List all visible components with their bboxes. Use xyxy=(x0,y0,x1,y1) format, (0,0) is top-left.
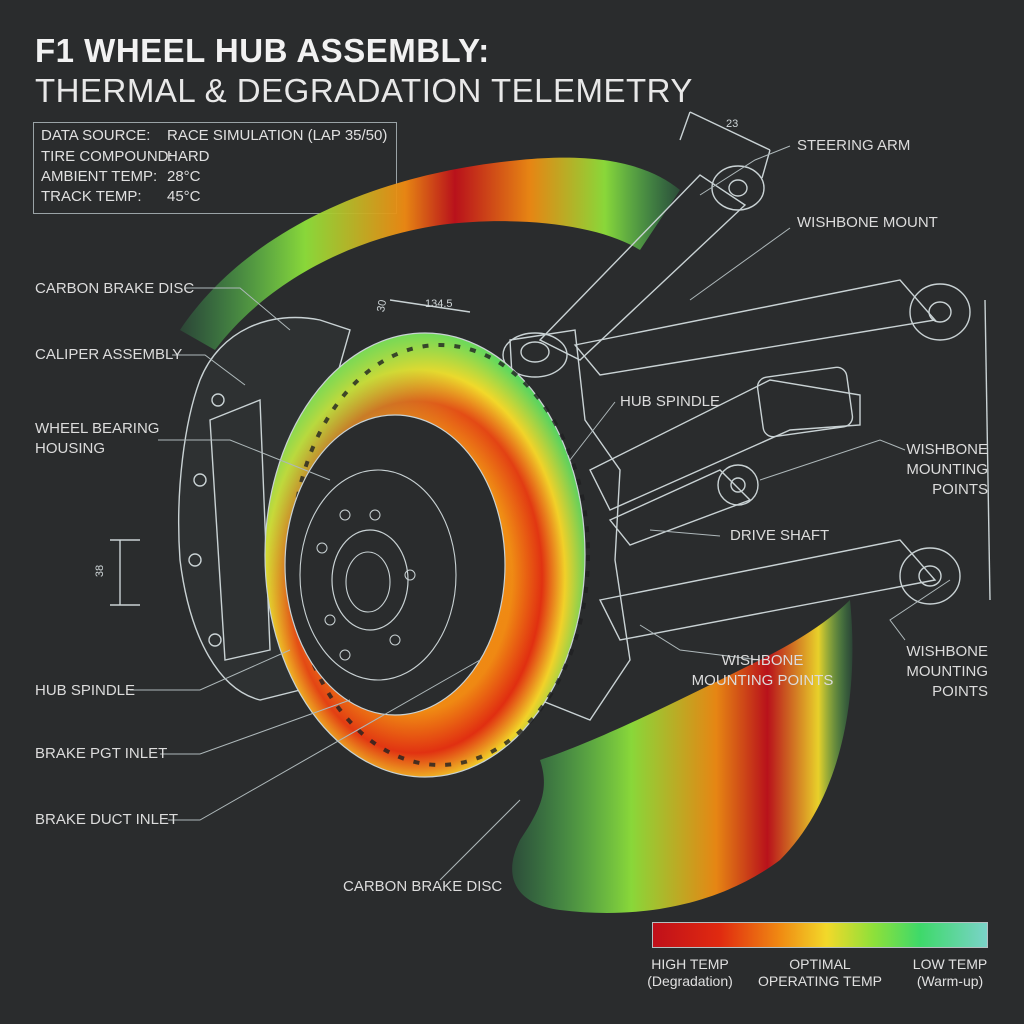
info-row-ambient-temp: AMBIENT TEMP: 28°C xyxy=(41,168,201,185)
info-key: TIRE COMPOUND: xyxy=(41,148,173,165)
legend-line: OPTIMAL xyxy=(789,956,851,972)
info-row-data-source: DATA SOURCE: RACE SIMULATION (LAP 35/50) xyxy=(41,127,387,144)
label-wishbone-mounting-points-upper: WISHBONE MOUNTING POINTS xyxy=(880,440,988,500)
suspension-linework xyxy=(110,111,991,721)
label-wishbone-mounting-points-mid: WISHBONE MOUNTING POINTS xyxy=(690,651,835,691)
dimension-label: 30 xyxy=(375,298,390,314)
label-line: WHEEL BEARING xyxy=(35,420,160,437)
label-carbon-brake-disc: CARBON BRAKE DISC xyxy=(35,280,195,297)
info-value: HARD xyxy=(167,148,210,165)
dimension-label: 38 xyxy=(94,564,107,578)
label-line: MOUNTING xyxy=(906,663,988,680)
info-value: 45°C xyxy=(167,188,201,205)
label-line: POINTS xyxy=(932,481,988,498)
info-key: AMBIENT TEMP: xyxy=(41,168,158,185)
temperature-legend-bar xyxy=(652,922,988,948)
info-key: DATA SOURCE: xyxy=(41,127,151,144)
leader-lines xyxy=(130,145,951,881)
label-hub-spindle-left: HUB SPINDLE xyxy=(35,682,136,699)
label-wheel-bearing-housing: WHEEL BEARING HOUSING xyxy=(35,419,159,459)
legend-line: HIGH TEMP xyxy=(651,956,729,972)
brake-disc xyxy=(264,332,590,778)
info-value: 28°C xyxy=(167,168,201,185)
legend-optimal-temp: OPTIMAL OPERATING TEMP xyxy=(755,956,885,990)
legend-low-temp: LOW TEMP (Warm-up) xyxy=(905,956,995,990)
tire-thermal-band-bottom xyxy=(512,600,853,913)
label-brake-pgt-inlet: BRAKE PGT INLET xyxy=(35,745,168,762)
label-line: POINTS xyxy=(932,683,988,700)
label-line: WISHBONE xyxy=(721,652,804,669)
dimension-label: 23 xyxy=(726,118,739,130)
telemetry-info-box: DATA SOURCE: RACE SIMULATION (LAP 35/50)… xyxy=(33,122,397,214)
label-hub-spindle-right: HUB SPINDLE xyxy=(620,393,721,410)
legend-line: (Warm-up) xyxy=(916,973,984,989)
info-row-tire-compound: TIRE COMPOUND: HARD xyxy=(41,148,210,165)
page-subtitle: THERMAL & DEGRADATION TELEMETRY xyxy=(35,72,693,109)
label-carbon-brake-disc-bottom: CARBON BRAKE DISC xyxy=(343,878,503,895)
label-wishbone-mounting-points-lower: WISHBONE MOUNTING POINTS xyxy=(880,642,988,702)
label-caliper-assembly: CALIPER ASSEMBLY xyxy=(35,346,183,363)
legend-line: OPERATING TEMP xyxy=(758,973,882,989)
label-line: MOUNTING POINTS xyxy=(691,672,834,689)
label-drive-shaft: DRIVE SHAFT xyxy=(730,527,830,544)
page-title: F1 WHEEL HUB ASSEMBLY: xyxy=(35,32,490,69)
label-line: HOUSING xyxy=(35,440,106,457)
info-key: TRACK TEMP: xyxy=(41,188,142,205)
info-row-track-temp: TRACK TEMP: 45°C xyxy=(41,188,201,205)
label-line: MOUNTING xyxy=(906,461,988,478)
legend-line: LOW TEMP xyxy=(912,956,988,972)
label-line: WISHBONE xyxy=(906,441,988,458)
label-wishbone-mount: WISHBONE MOUNT xyxy=(797,214,938,231)
tire-thermal-band-top xyxy=(180,157,680,350)
label-steering-arm: STEERING ARM xyxy=(797,137,911,154)
label-line: WISHBONE xyxy=(906,643,988,660)
label-brake-duct-inlet: BRAKE DUCT INLET xyxy=(35,811,179,828)
info-value: RACE SIMULATION (LAP 35/50) xyxy=(167,127,388,144)
legend-high-temp: HIGH TEMP (Degradation) xyxy=(640,956,740,990)
dimension-label: 134.5 xyxy=(425,298,453,310)
legend-line: (Degradation) xyxy=(647,973,733,989)
